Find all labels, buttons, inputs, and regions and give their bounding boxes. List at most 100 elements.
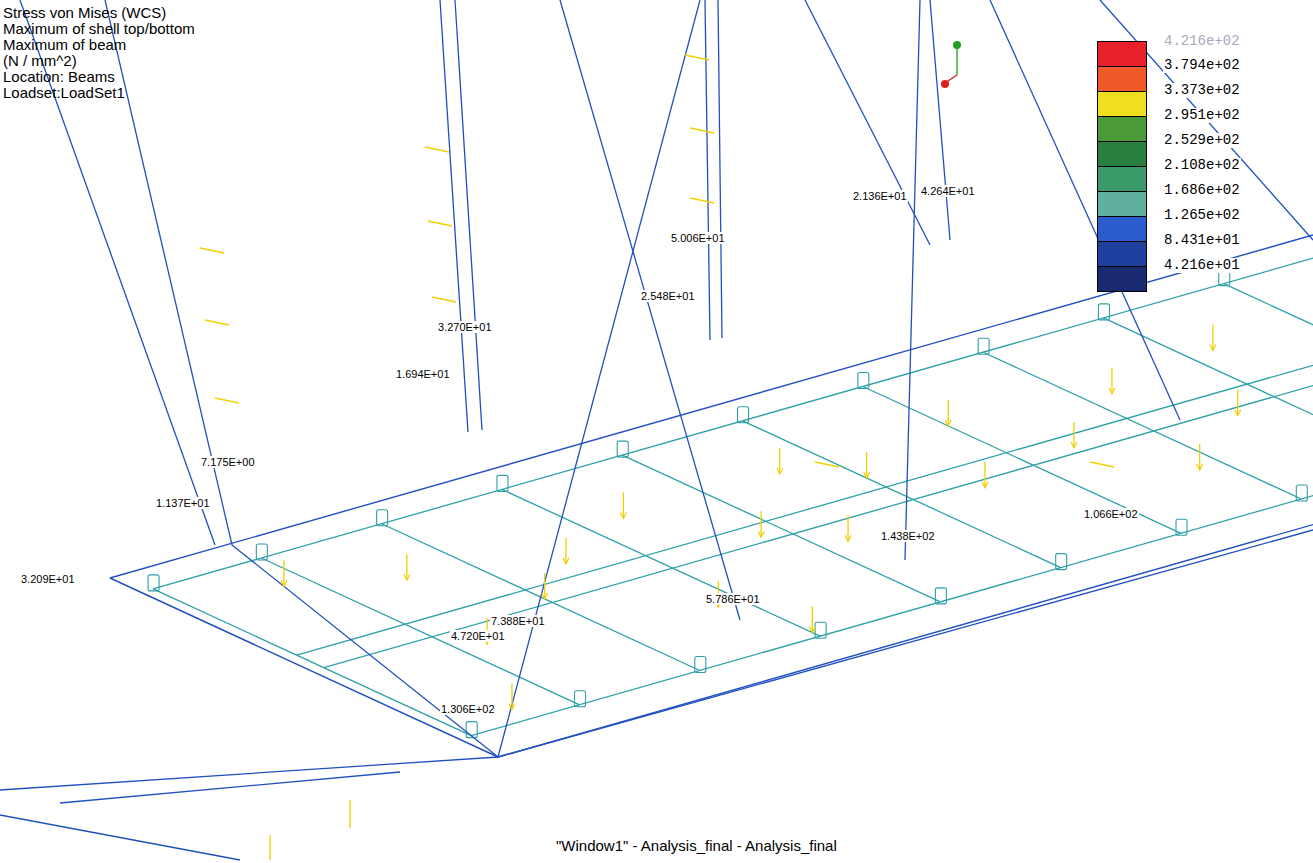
load-arrow xyxy=(1212,324,1213,350)
legend-swatch xyxy=(1097,141,1147,166)
load-arrow xyxy=(565,538,566,564)
plot-info: Location: Beams xyxy=(3,69,115,85)
stress-value: 1.137E+01 xyxy=(155,497,211,509)
legend-swatch-min xyxy=(1097,266,1147,292)
stress-value: 1.694E+01 xyxy=(395,368,451,380)
load-arrow xyxy=(511,684,512,710)
load-arrow-head xyxy=(542,593,548,599)
load-arrow xyxy=(269,835,270,860)
legend-value: 3.373e+02 xyxy=(1163,83,1241,98)
cable-beam xyxy=(805,0,930,245)
bracket-plate xyxy=(256,544,267,560)
legend-frame xyxy=(1097,41,1147,292)
longitudinal-beam xyxy=(297,316,1313,656)
side-load-tick xyxy=(428,221,452,226)
stress-value: 1.306E+02 xyxy=(440,703,496,715)
bracket-plate xyxy=(738,407,749,423)
ground-line xyxy=(498,530,1313,757)
side-load-tick xyxy=(690,198,714,203)
load-arrow-head xyxy=(864,472,870,478)
load-arrow-head xyxy=(982,482,988,488)
plot-info: Loadset:LoadSet1 xyxy=(3,85,125,101)
window-caption: "Window1" - Analysis_final - Analysis_fi… xyxy=(556,838,837,854)
side-load-tick xyxy=(425,147,449,152)
load-arrow-head xyxy=(845,535,851,541)
side-load-tick xyxy=(815,462,839,467)
plot-info: Maximum of beam xyxy=(3,37,126,53)
load-arrow-head xyxy=(1210,344,1216,350)
legend-swatch xyxy=(1097,66,1147,91)
deck-edge xyxy=(110,235,1313,578)
stress-value: 4.264E+01 xyxy=(920,185,976,197)
stress-value: 1.066E+02 xyxy=(1083,508,1139,520)
load-arrow xyxy=(406,554,407,580)
bracket-plate xyxy=(1056,554,1067,570)
stress-value: 7.388E+01 xyxy=(490,615,546,627)
load-arrow-head xyxy=(945,420,951,426)
bracket-plate xyxy=(377,510,388,526)
load-arrow-head xyxy=(777,468,783,474)
plot-title: Stress von Mises (WCS) xyxy=(3,5,166,21)
legend-swatch xyxy=(1097,191,1147,216)
cable-beam xyxy=(560,0,740,620)
load-arrow xyxy=(779,448,780,474)
stress-value: 2.548E+01 xyxy=(640,290,696,302)
load-arrow-head xyxy=(509,704,515,710)
bracket-plate xyxy=(1176,519,1187,535)
side-load-tick xyxy=(690,128,714,133)
load-arrow xyxy=(1199,444,1200,470)
bracket-plate xyxy=(935,588,946,604)
stress-value: 2.136E+01 xyxy=(852,190,908,202)
bracket-plate xyxy=(1098,304,1109,320)
load-arrow-head xyxy=(281,580,287,586)
cable-beam xyxy=(990,0,1180,420)
cable-beam xyxy=(718,0,722,338)
load-arrow xyxy=(544,573,545,599)
ground-line xyxy=(0,815,240,860)
cross-beam xyxy=(743,421,1061,568)
load-arrow xyxy=(349,800,350,828)
load-arrow xyxy=(760,511,761,537)
side-load-tick xyxy=(200,248,224,253)
bracket-plate xyxy=(148,575,159,591)
legend-swatch xyxy=(1097,116,1147,141)
load-arrow xyxy=(623,493,624,519)
deck-edge xyxy=(110,578,498,757)
load-arrow xyxy=(1111,368,1112,394)
legend-swatch xyxy=(1097,91,1147,116)
legend-max-value: 4.216e+02 xyxy=(1163,34,1241,49)
cross-beam xyxy=(1103,318,1313,465)
stress-value: 5.786E+01 xyxy=(705,593,761,605)
plot-info: Maximum of shell top/bottom xyxy=(3,21,195,37)
ground-line xyxy=(60,772,400,803)
deck-edge xyxy=(498,414,1313,757)
stress-value: 3.209E+01 xyxy=(20,573,76,585)
load-arrow xyxy=(984,462,985,488)
legend-value: 1.686e+02 xyxy=(1163,183,1241,198)
bracket-plate xyxy=(497,475,508,491)
stress-value: 1.438E+02 xyxy=(880,530,936,542)
load-arrow xyxy=(1237,390,1238,416)
legend-value: 1.265e+02 xyxy=(1163,208,1241,223)
load-arrow xyxy=(812,607,813,633)
bracket-plate xyxy=(617,441,628,457)
stress-value: 4.720E+01 xyxy=(450,630,506,642)
load-arrow-head xyxy=(620,513,626,519)
cable-beam xyxy=(905,0,920,560)
load-arrow xyxy=(847,515,848,541)
bracket-plate xyxy=(695,657,706,673)
cross-beam xyxy=(153,589,471,736)
legend-value: 2.951e+02 xyxy=(1163,108,1241,123)
legend-swatch xyxy=(1097,41,1147,66)
axis-x-dot xyxy=(941,80,949,88)
axis-y-dot xyxy=(953,41,961,49)
load-arrow xyxy=(948,400,949,426)
side-load-tick xyxy=(1090,462,1114,467)
cable-beam xyxy=(232,545,498,757)
stress-value: 5.006E+01 xyxy=(670,232,726,244)
load-arrow-head xyxy=(1197,464,1203,470)
legend-swatch xyxy=(1097,241,1147,266)
legend-swatch xyxy=(1097,216,1147,241)
cross-beam xyxy=(863,387,1181,534)
plot-info: (N / mm^2) xyxy=(3,53,77,69)
